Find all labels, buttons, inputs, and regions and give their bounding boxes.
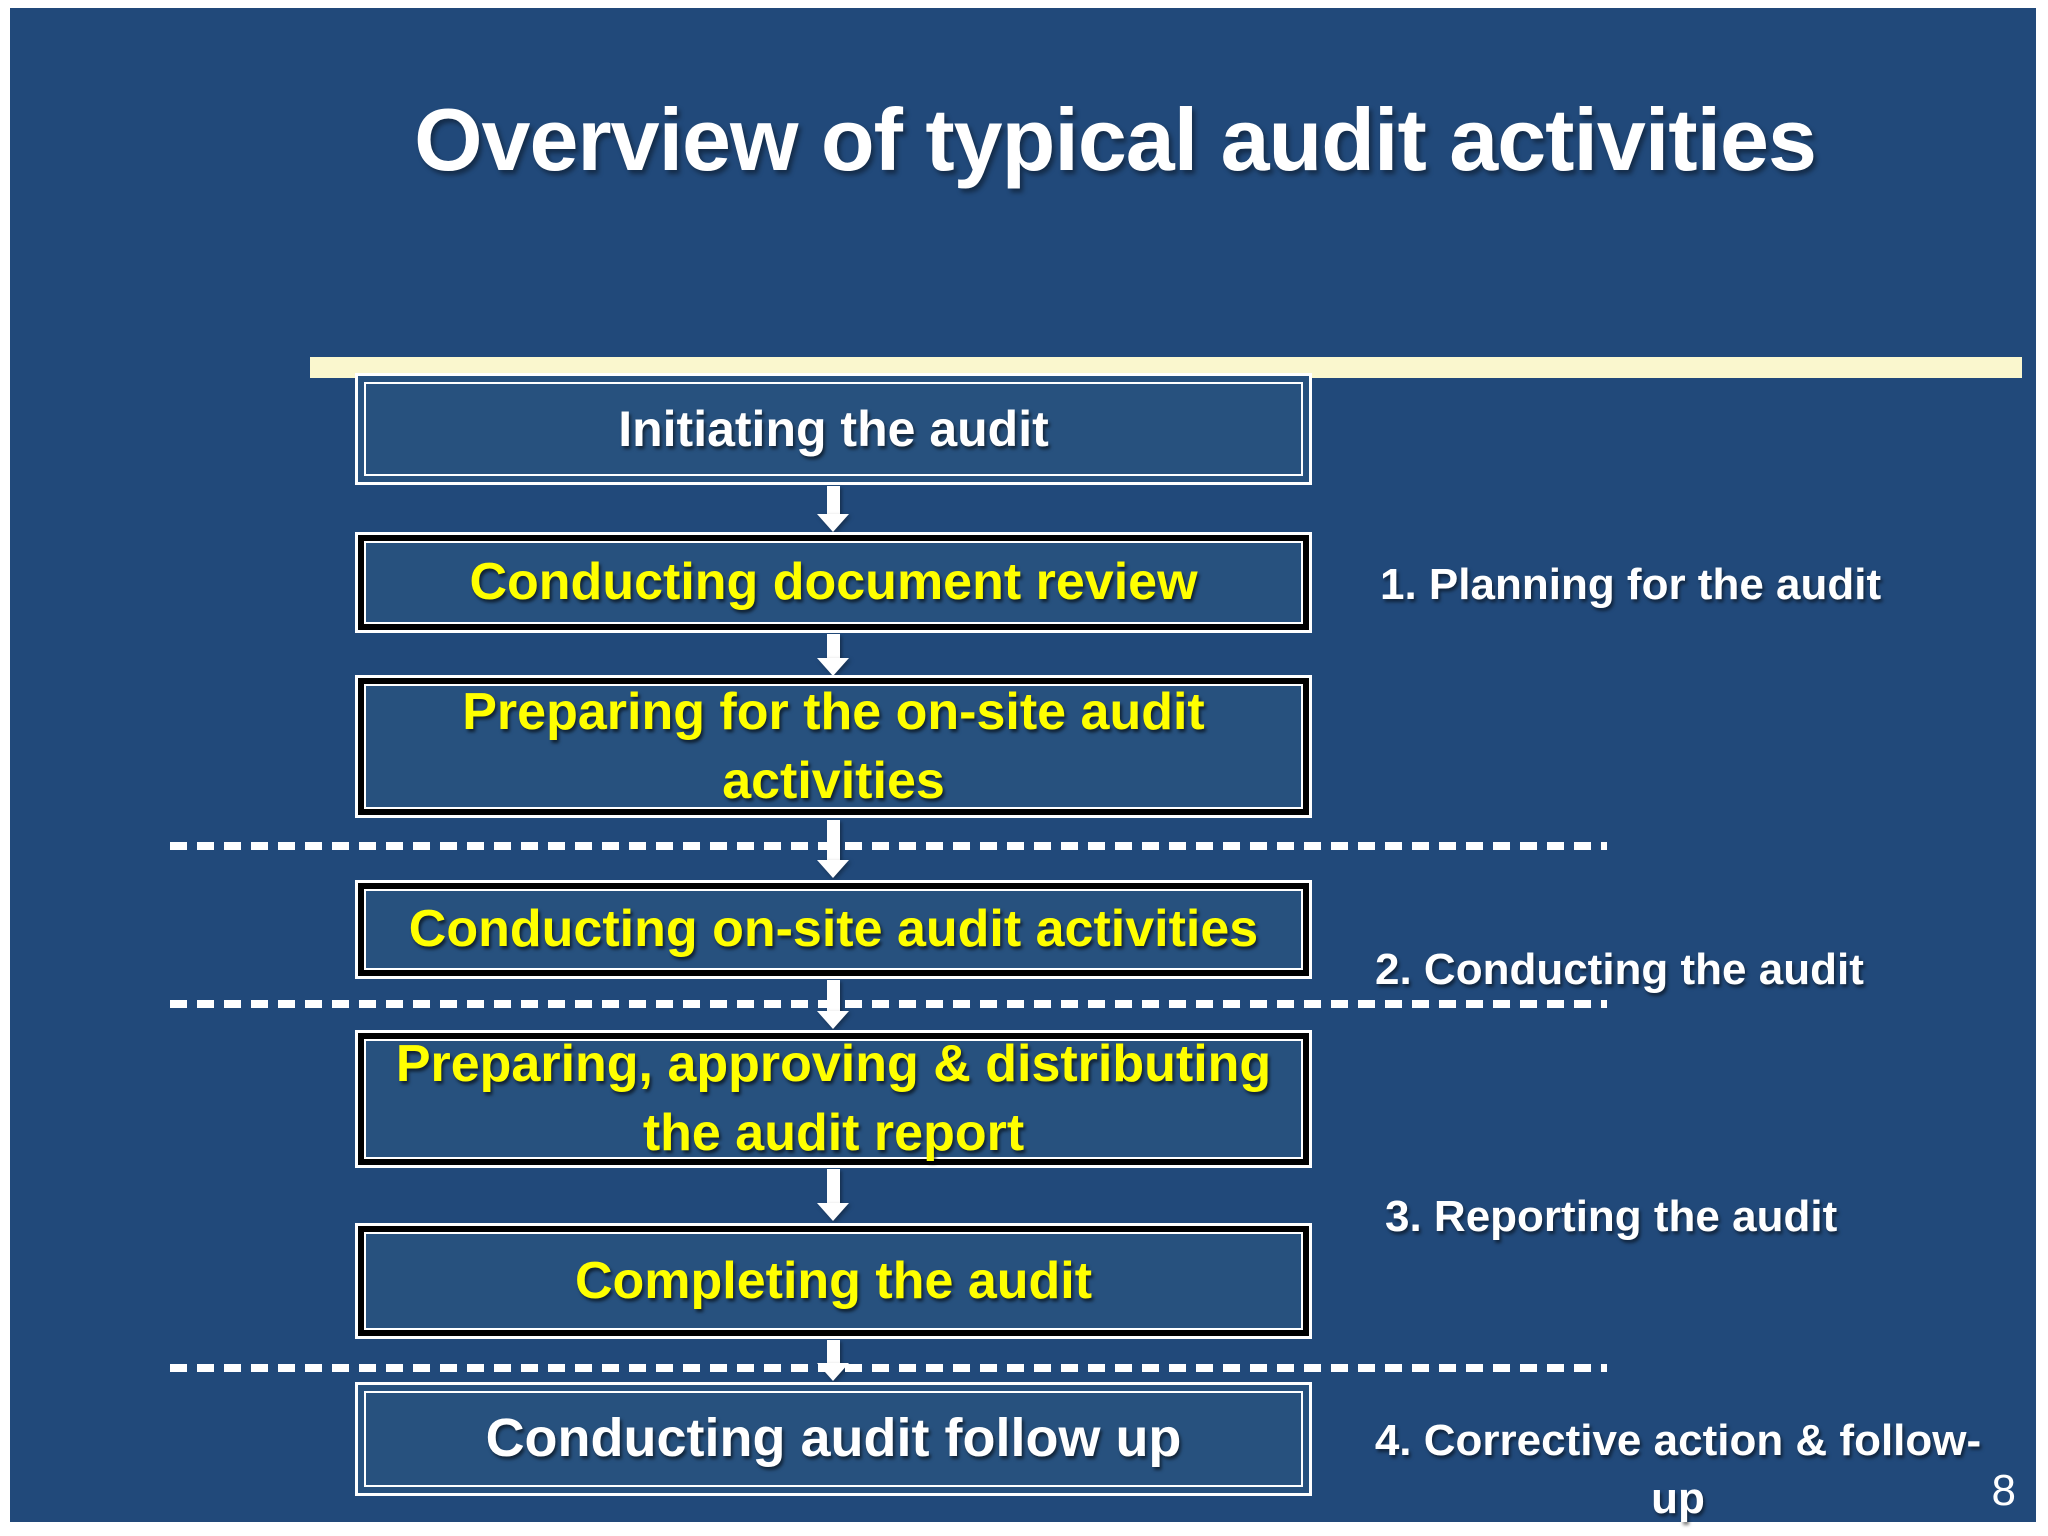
arrow-head	[817, 1203, 849, 1221]
flow-step-audit-report: Preparing, approving & distributing the …	[355, 1030, 1312, 1168]
arrow-head	[817, 860, 849, 878]
box-border-inner: Completing the audit	[364, 1232, 1303, 1330]
step-label: Preparing, approving & distributing the …	[395, 1035, 1272, 1162]
down-arrow	[806, 634, 860, 676]
phase-label-corrective-action: 4. Corrective action & follow-up	[1374, 1416, 1982, 1524]
step-label: Initiating the audit	[618, 401, 1049, 457]
arrow-shaft	[826, 1340, 840, 1363]
box-border-mid: Conducting document review	[358, 535, 1309, 630]
flow-step-conducting-onsite: Conducting on-site audit activities	[355, 880, 1312, 979]
arrow-head	[817, 658, 849, 676]
flow-step-completing: Completing the audit	[355, 1223, 1312, 1339]
box-border-inner: Initiating the audit	[364, 382, 1303, 476]
flow-step-document-review: Conducting document review	[355, 532, 1312, 633]
arrow-shaft	[826, 820, 840, 860]
arrow-head	[817, 514, 849, 532]
arrow-shaft	[826, 1169, 840, 1203]
box-border-mid: Conducting on-site audit activities	[358, 883, 1309, 976]
step-label: Conducting on-site audit activities	[408, 900, 1259, 959]
box-border-mid: Conducting audit follow up	[358, 1385, 1309, 1493]
flow-step-preparing-onsite: Preparing for the on-site audit activiti…	[355, 675, 1312, 818]
box-border-mid: Preparing, approving & distributing the …	[358, 1033, 1309, 1165]
box-border-inner: Conducting on-site audit activities	[364, 889, 1303, 970]
phase-divider-dashed	[170, 1364, 1607, 1372]
arrow-head	[817, 1011, 849, 1029]
phase-label-planning: 1. Planning for the audit	[1380, 560, 1882, 609]
phase-divider-dashed	[170, 842, 1607, 850]
down-arrow	[806, 820, 860, 878]
down-arrow	[806, 486, 860, 532]
slide-title: Overview of typical audit activities	[414, 90, 1817, 189]
page-number: 8	[1991, 1466, 2016, 1515]
box-border-mid: Preparing for the on-site audit activiti…	[358, 678, 1309, 815]
box-border-mid: Completing the audit	[358, 1226, 1309, 1336]
step-label: Preparing for the on-site audit activiti…	[462, 682, 1205, 810]
box-border-inner: Conducting audit follow up	[364, 1391, 1303, 1487]
phase-divider-dashed	[170, 1000, 1607, 1008]
step-label: Completing the audit	[574, 1251, 1093, 1310]
box-border-inner: Conducting document review	[364, 541, 1303, 624]
arrow-shaft	[826, 634, 840, 658]
box-border-inner: Preparing, approving & distributing the …	[364, 1035, 1303, 1162]
box-border-mid: Initiating the audit	[358, 376, 1309, 482]
step-label: Conducting audit follow up	[485, 1408, 1182, 1469]
phase-label-conducting: 2. Conducting the audit	[1375, 945, 1864, 994]
flow-step-initiating: Initiating the audit	[355, 373, 1312, 485]
down-arrow	[806, 1340, 860, 1381]
arrow-shaft	[826, 486, 840, 514]
title-underline-bar	[310, 357, 2022, 378]
phase-label-reporting: 3. Reporting the audit	[1385, 1192, 1838, 1241]
down-arrow	[806, 1169, 860, 1221]
flow-step-follow-up: Conducting audit follow up	[355, 1382, 1312, 1496]
step-label: Conducting document review	[469, 553, 1198, 612]
box-border-inner: Preparing for the on-site audit activiti…	[364, 683, 1303, 810]
